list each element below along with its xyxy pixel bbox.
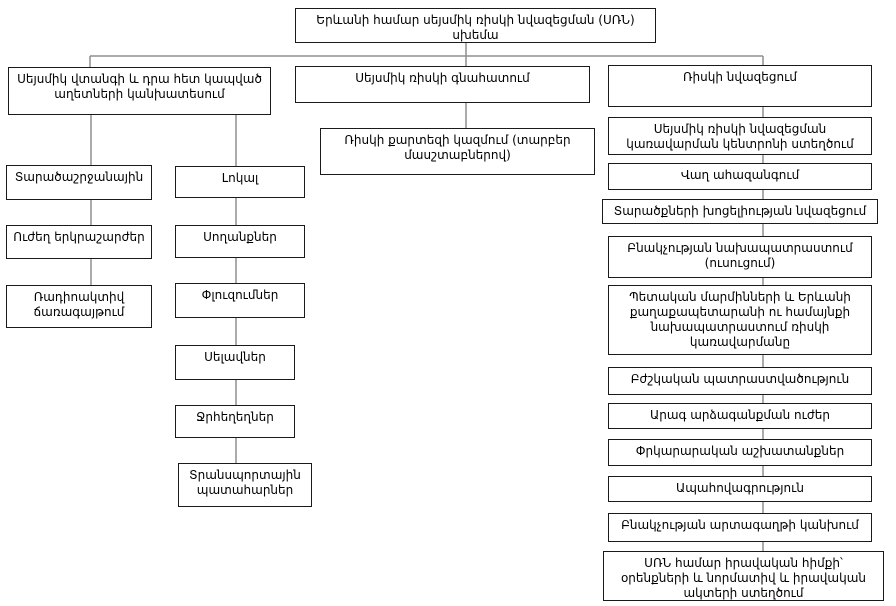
node-emigration-prevention: Բնակչության արտագաղթի կանխում — [608, 513, 872, 542]
node-local: Լոկալ — [175, 166, 305, 198]
node-medical-preparedness: Բժշկական պատրաստվածություն — [608, 367, 872, 395]
node-legal-basis: ՍՌՆ համար իրավական հիմքի՝ օրենքների և նո… — [603, 551, 884, 601]
node-floods: Ջրհեղեղներ — [175, 405, 295, 438]
node-forecast: Սեյսմիկ վտանգի և դրա հետ կապված աղետների… — [8, 67, 271, 115]
node-population-training: Բնակչության նախապատրաստում (ուսուցում) — [608, 236, 872, 278]
node-landslides: Սողանքներ — [175, 225, 305, 258]
node-state-bodies-preparation: Պետական մարմինների և Երևանի քաղաքապետարա… — [608, 285, 872, 355]
node-regional: Տարածաշրջանային — [6, 165, 152, 200]
node-risk-map: Ռիսկի քարտեզի կազմում (տարբեր մասշտաբներ… — [320, 128, 595, 175]
node-root: Երևանի համար սեյսմիկ ռիսկի նվազեցման (ՍՌ… — [295, 8, 656, 43]
node-strong-earthquakes: Ուժեղ երկրաշարժեր — [6, 225, 152, 259]
node-transport-accidents: Տրանսպորտային պատահարներ — [178, 463, 312, 507]
node-reduction: Ռիսկի նվազեցում — [608, 65, 872, 107]
node-collapses: Փլուզումներ — [175, 283, 305, 318]
node-insurance: Ապահովագրություն — [608, 476, 872, 502]
node-mudflows: Սելավներ — [175, 345, 295, 380]
node-rapid-response-forces: Արագ արձագանքման ուժեր — [608, 403, 872, 429]
node-vulnerability-reduction: Տարածքների խոցելիության նվազեցում — [602, 199, 878, 224]
node-early-warning: Վաղ ահազանգում — [608, 163, 872, 190]
node-management-center: Սեյսմիկ ռիսկի նվազեցման կառավարման կենտր… — [608, 117, 872, 155]
node-rescue-works: Փրկարարական աշխատանքներ — [608, 439, 872, 466]
node-assessment: Սեյսմիկ ռիսկի գնահատում — [295, 66, 590, 103]
node-radioactive-radiation: Ռադիոակտիվ ճառագայթում — [6, 285, 152, 328]
